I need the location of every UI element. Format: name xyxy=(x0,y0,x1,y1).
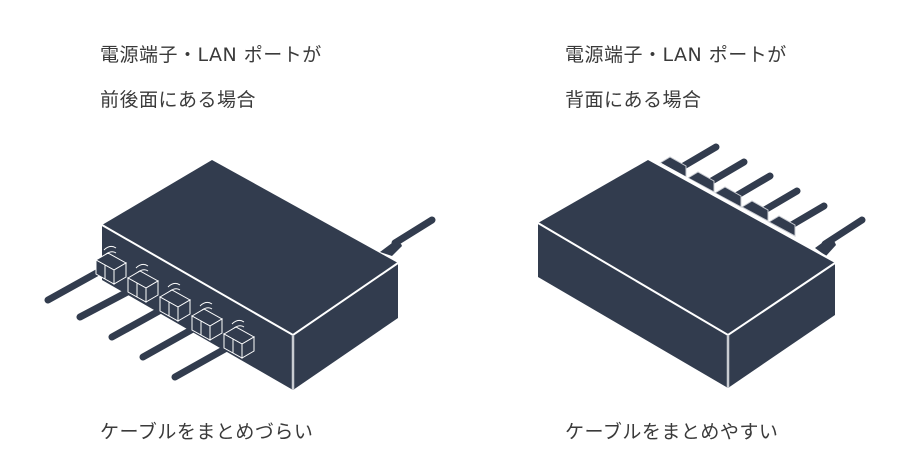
panel-title-line-1: 電源端子・LAN ポートが xyxy=(100,44,322,66)
power-plug xyxy=(815,239,836,256)
panel-title: 電源端子・LAN ポートが 前後面にある場合 xyxy=(100,33,322,123)
box-front-face xyxy=(538,223,728,388)
panel-title: 電源端子・LAN ポートが 背面にある場合 xyxy=(565,33,787,123)
box-side-face xyxy=(728,263,835,388)
panel-caption: ケーブルをまとめづらい xyxy=(100,421,314,443)
panel-caption: ケーブルをまとめやすい xyxy=(565,421,779,443)
box-top-face xyxy=(102,160,398,335)
switch-illustration-back-ports xyxy=(537,143,866,388)
switch-illustration-front-ports xyxy=(44,160,436,390)
lan-plugs xyxy=(94,245,256,359)
panel-title-line-2: 前後面にある場合 xyxy=(100,89,257,111)
panel-title-line-2: 背面にある場合 xyxy=(565,89,702,111)
panel-ports-front-and-back: 電源端子・LAN ポートが 前後面にある場合 xyxy=(44,33,436,443)
box-top-face xyxy=(538,160,835,335)
panel-title-line-1: 電源端子・LAN ポートが xyxy=(565,44,787,66)
box-side-face xyxy=(293,263,398,390)
panel-ports-back-only: 電源端子・LAN ポートが 背面にある場合 ケーブルをまとめやすい xyxy=(457,0,914,470)
lan-cables xyxy=(44,266,236,381)
lan-plugs xyxy=(658,156,796,237)
power-cable xyxy=(380,216,436,256)
